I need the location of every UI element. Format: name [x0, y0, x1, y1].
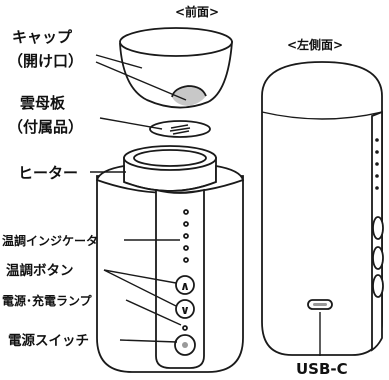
temp-up-glyph: ∧: [180, 279, 190, 293]
indicator-led-3: [183, 233, 189, 239]
label-cap: キャップ: [12, 28, 73, 46]
label-power-lamp: 電源･充電ランプ: [2, 293, 93, 308]
front-body: ∧ ∨: [95, 145, 245, 373]
label-mica: 雲母板: [20, 94, 66, 112]
label-temp-indicator: 温調インジケータ: [2, 233, 98, 248]
cap-part: [119, 27, 233, 109]
indicator-led-1: [183, 209, 189, 215]
front-view-title: <前面>: [175, 4, 219, 19]
label-usb-c: USB-C: [296, 360, 348, 378]
label-heater: ヒーター: [18, 164, 78, 182]
left-view-title: <左側面>: [287, 37, 343, 52]
indicator-led-4: [183, 245, 189, 251]
side-body: [261, 61, 384, 356]
label-mica-sub: （付属品）: [8, 118, 83, 136]
mica-plate-part: [149, 120, 211, 138]
indicator-led-5: [183, 257, 189, 263]
label-cap-sub: （開け口）: [8, 52, 83, 70]
power-lamp-dot: [182, 325, 188, 331]
temp-down-glyph: ∨: [180, 303, 190, 317]
indicator-led-2: [183, 221, 189, 227]
label-power-switch: 電源スイッチ: [8, 332, 89, 349]
temp-up-button: [175, 275, 195, 295]
temp-down-button: [175, 299, 195, 319]
label-temp-button: 温調ボタン: [6, 262, 74, 279]
